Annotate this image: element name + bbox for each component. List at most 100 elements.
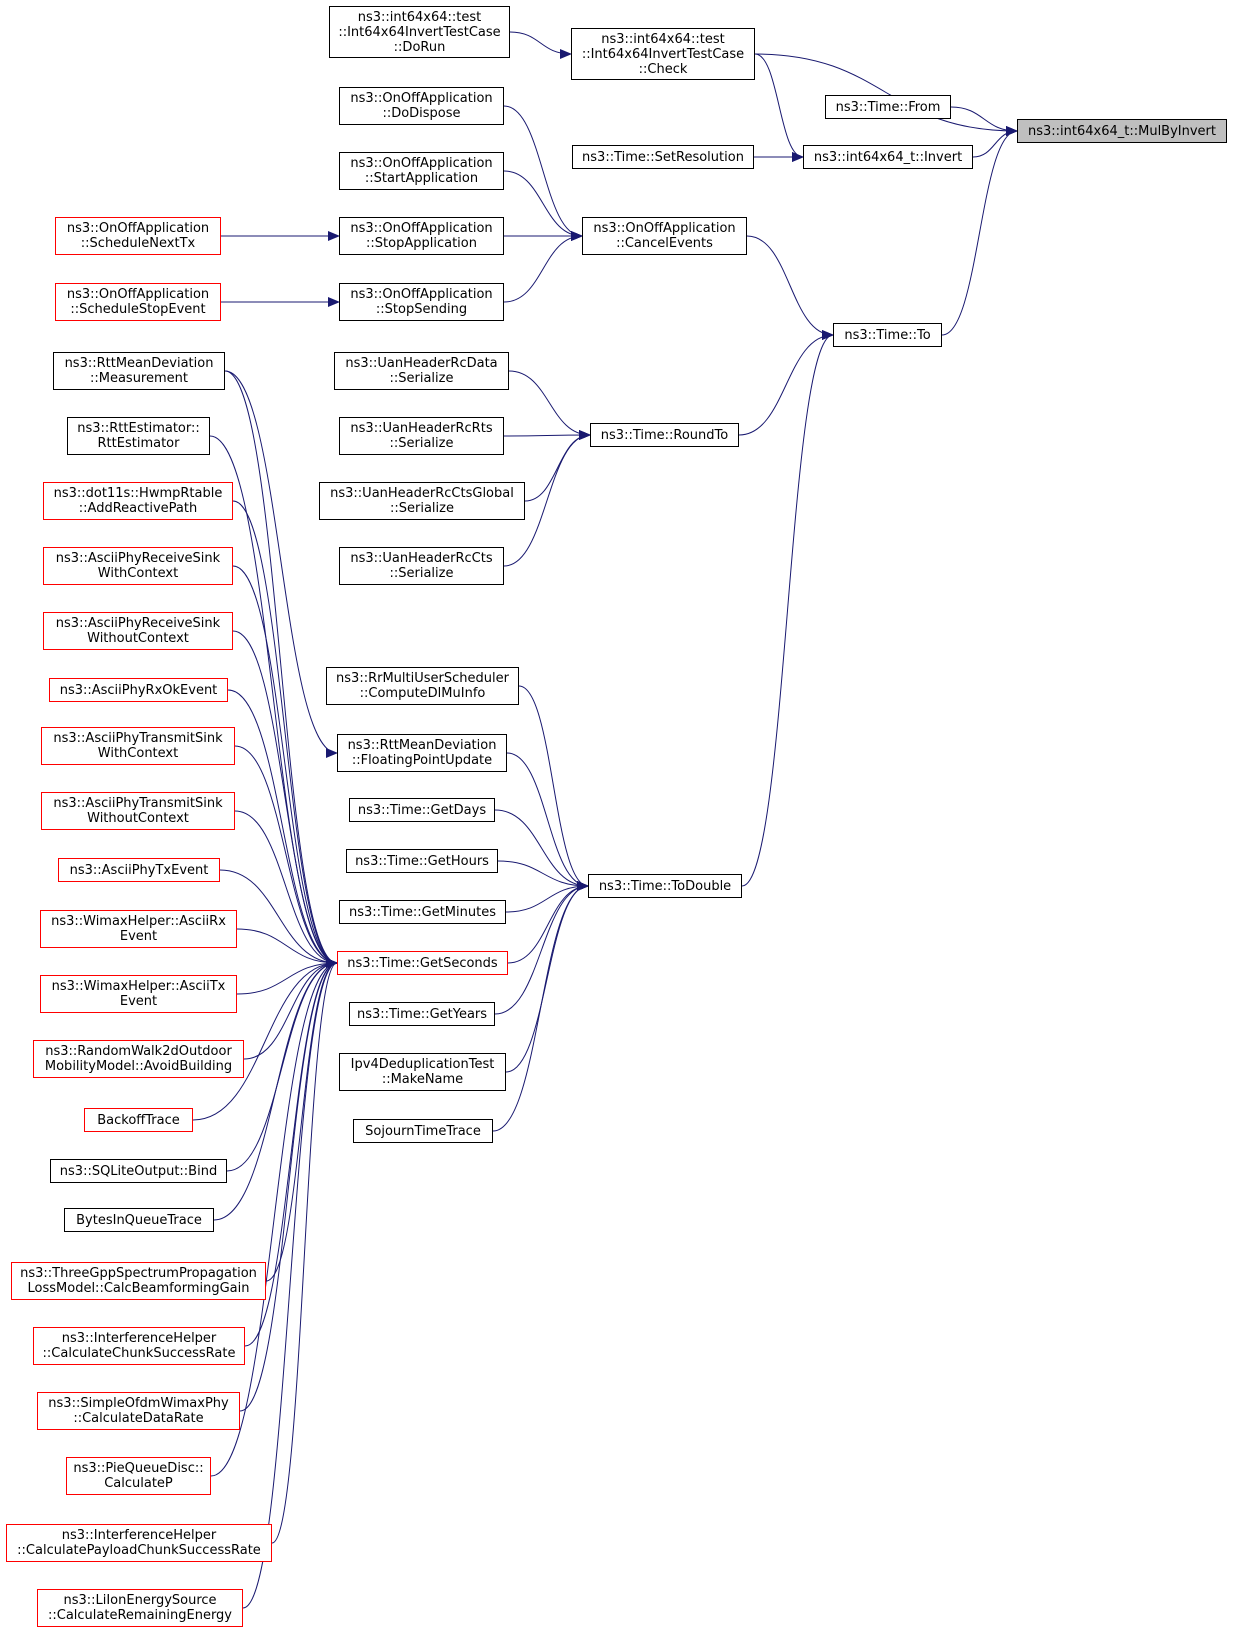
node-todouble[interactable]: ns3::Time::ToDouble xyxy=(588,874,742,898)
node-label: ns3::AsciiPhyTxEvent xyxy=(69,862,209,878)
node-dorun[interactable]: ns3::int64x64::test ::Int64x64InvertTest… xyxy=(329,6,510,58)
node-label: ns3::Time::GetYears xyxy=(356,1006,488,1022)
edge-timeto-to-mulbyinvert xyxy=(941,126,1018,336)
node-txevent[interactable]: ns3::AsciiPhyTxEvent xyxy=(58,858,220,882)
node-wimaxtx[interactable]: ns3::WimaxHelper::AsciiTx Event xyxy=(40,975,237,1013)
edge-roundto-to-timeto xyxy=(738,330,834,436)
node-bytesinq[interactable]: BytesInQueueTrace xyxy=(64,1208,214,1232)
edge-rxok-to-getseconds xyxy=(227,689,338,968)
node-randomwalk[interactable]: ns3::RandomWalk2dOutdoor MobilityModel::… xyxy=(33,1040,244,1078)
node-label: ns3::WimaxHelper::AsciiRx Event xyxy=(51,914,226,944)
edge-startapp-to-cancelev xyxy=(503,170,583,241)
node-schedstop[interactable]: ns3::OnOffApplication ::ScheduleStopEven… xyxy=(55,283,221,321)
node-label: ns3::Time::GetSeconds xyxy=(347,955,498,971)
node-setres[interactable]: ns3::Time::SetResolution xyxy=(572,145,754,169)
node-txwith[interactable]: ns3::AsciiPhyTransmitSink WithContext xyxy=(41,727,235,765)
node-label: ns3::AsciiPhyTransmitSink WithoutContext xyxy=(53,796,223,826)
node-chunkrate[interactable]: ns3::InterferenceHelper ::CalculateChunk… xyxy=(33,1327,245,1365)
node-getseconds[interactable]: ns3::Time::GetSeconds xyxy=(337,951,508,975)
node-cancelev[interactable]: ns3::OnOffApplication ::CancelEvents xyxy=(582,217,747,255)
node-recvwithout[interactable]: ns3::AsciiPhyReceiveSink WithoutContext xyxy=(43,612,233,650)
node-label: ns3::OnOffApplication ::CancelEvents xyxy=(593,221,736,251)
node-label: ns3::RrMultiUserScheduler ::ComputeDlMuI… xyxy=(336,671,509,701)
node-label: BytesInQueueTrace xyxy=(76,1212,202,1228)
node-label: SojournTimeTrace xyxy=(365,1123,481,1139)
edge-stopsend-to-cancelev xyxy=(503,231,583,303)
node-wimaxrx[interactable]: ns3::WimaxHelper::AsciiRx Event xyxy=(40,910,237,948)
node-uanctsg[interactable]: ns3::UanHeaderRcCtsGlobal ::Serialize xyxy=(319,482,525,520)
node-getminutes[interactable]: ns3::Time::GetMinutes xyxy=(339,900,506,924)
node-label: ns3::AsciiPhyReceiveSink WithoutContext xyxy=(55,616,221,646)
node-label: ns3::AsciiPhyRxOkEvent xyxy=(59,682,218,698)
edge-ofdmrate-to-getseconds xyxy=(239,958,338,1412)
node-stopapp[interactable]: ns3::OnOffApplication ::StopApplication xyxy=(339,217,504,255)
node-schednext[interactable]: ns3::OnOffApplication ::ScheduleNextTx xyxy=(55,217,221,255)
node-threegpp[interactable]: ns3::ThreeGppSpectrumPropagation LossMod… xyxy=(11,1262,266,1300)
node-sqlite[interactable]: ns3::SQLiteOutput::Bind xyxy=(50,1159,227,1183)
node-uancts[interactable]: ns3::UanHeaderRcCts ::Serialize xyxy=(339,547,504,585)
node-label: ns3::OnOffApplication ::StopApplication xyxy=(350,221,493,251)
node-label: ns3::RandomWalk2dOutdoor MobilityModel::… xyxy=(44,1044,233,1074)
node-rttfpu[interactable]: ns3::RttMeanDeviation ::FloatingPointUpd… xyxy=(337,734,507,772)
node-label: ns3::UanHeaderRcRts ::Serialize xyxy=(350,421,493,451)
edge-rrmulti-to-todouble xyxy=(518,685,589,891)
node-hwmp[interactable]: ns3::dot11s::HwmpRtable ::AddReactivePat… xyxy=(43,482,233,520)
node-getdays[interactable]: ns3::Time::GetDays xyxy=(349,798,495,822)
node-rrmulti[interactable]: ns3::RrMultiUserScheduler ::ComputeDlMuI… xyxy=(326,667,519,705)
node-txwithout[interactable]: ns3::AsciiPhyTransmitSink WithoutContext xyxy=(41,792,235,830)
node-payloadrate[interactable]: ns3::InterferenceHelper ::CalculatePaylo… xyxy=(6,1524,272,1562)
edge-getseconds-to-todouble xyxy=(507,881,589,964)
node-rxok[interactable]: ns3::AsciiPhyRxOkEvent xyxy=(49,678,228,702)
edge-payloadrate-to-getseconds xyxy=(271,958,338,1544)
node-timeto[interactable]: ns3::Time::To xyxy=(833,323,942,347)
node-label: ns3::InterferenceHelper ::CalculateChunk… xyxy=(42,1331,236,1361)
node-label: Ipv4DeduplicationTest ::MakeName xyxy=(350,1057,495,1087)
node-gethours[interactable]: ns3::Time::GetHours xyxy=(346,849,498,873)
node-recvwith[interactable]: ns3::AsciiPhyReceiveSink WithContext xyxy=(43,547,233,585)
node-ofdmrate[interactable]: ns3::SimpleOfdmWimaxPhy ::CalculateDataR… xyxy=(37,1392,240,1430)
node-label: ns3::int64x64_t::Invert xyxy=(813,149,963,165)
node-uanrcdata[interactable]: ns3::UanHeaderRcData ::Serialize xyxy=(334,352,509,390)
edge-backoff-to-getseconds xyxy=(192,958,338,1121)
node-label: ns3::Time::GetMinutes xyxy=(349,904,496,920)
edge-txevent-to-getseconds xyxy=(219,869,338,968)
node-label: ns3::RttMeanDeviation ::FloatingPointUpd… xyxy=(347,738,497,768)
node-pie[interactable]: ns3::PieQueueDisc:: CalculateP xyxy=(66,1457,211,1495)
node-from[interactable]: ns3::Time::From xyxy=(825,95,951,119)
edge-liion-to-getseconds xyxy=(242,958,338,1609)
node-sojourn[interactable]: SojournTimeTrace xyxy=(353,1119,493,1143)
edge-bytesinq-to-getseconds xyxy=(213,958,338,1221)
node-label: ns3::SimpleOfdmWimaxPhy ::CalculateDataR… xyxy=(48,1396,229,1426)
node-uanrcrts[interactable]: ns3::UanHeaderRcRts ::Serialize xyxy=(339,417,504,455)
node-invert[interactable]: ns3::int64x64_t::Invert xyxy=(803,145,973,169)
node-stopsend[interactable]: ns3::OnOffApplication ::StopSending xyxy=(339,283,504,321)
edge-uancts-to-roundto xyxy=(503,430,591,567)
node-rttest[interactable]: ns3::RttEstimator:: RttEstimator xyxy=(67,417,210,455)
node-rttmeas[interactable]: ns3::RttMeanDeviation ::Measurement xyxy=(53,352,225,390)
node-label: ns3::UanHeaderRcCts ::Serialize xyxy=(350,551,493,581)
node-label: ns3::Time::ToDouble xyxy=(598,878,732,894)
edge-rttfpu-to-todouble xyxy=(506,752,589,891)
node-label: ns3::OnOffApplication ::ScheduleStopEven… xyxy=(66,287,210,317)
node-label: ns3::int64x64::test ::Int64x64InvertTest… xyxy=(581,31,745,77)
edge-todouble-to-timeto xyxy=(741,330,834,887)
node-liion[interactable]: ns3::LiIonEnergySource ::CalculateRemain… xyxy=(37,1589,243,1627)
node-label: ns3::dot11s::HwmpRtable ::AddReactivePat… xyxy=(53,486,223,516)
node-label: ns3::OnOffApplication ::DoDispose xyxy=(350,91,493,121)
node-label: ns3::AsciiPhyReceiveSink WithContext xyxy=(55,551,221,581)
node-label: ns3::int64x64::test ::Int64x64InvertTest… xyxy=(338,9,501,55)
node-ipv4dedup[interactable]: Ipv4DeduplicationTest ::MakeName xyxy=(339,1053,506,1091)
node-label: ns3::Time::GetDays xyxy=(357,802,487,818)
node-check[interactable]: ns3::int64x64::test ::Int64x64InvertTest… xyxy=(571,28,755,80)
node-dodispose[interactable]: ns3::OnOffApplication ::DoDispose xyxy=(339,87,504,125)
edge-getdays-to-todouble xyxy=(494,809,589,891)
edge-getyears-to-todouble xyxy=(494,881,589,1015)
node-roundto[interactable]: ns3::Time::RoundTo xyxy=(590,423,739,447)
node-label: ns3::UanHeaderRcData ::Serialize xyxy=(345,356,498,386)
node-backoff[interactable]: BackoffTrace xyxy=(84,1108,193,1132)
edge-check-to-mulbyinvert xyxy=(754,53,1018,136)
node-getyears[interactable]: ns3::Time::GetYears xyxy=(349,1002,495,1026)
node-label: ns3::LiIonEnergySource ::CalculateRemain… xyxy=(47,1593,233,1623)
node-startapp[interactable]: ns3::OnOffApplication ::StartApplication xyxy=(339,152,504,190)
